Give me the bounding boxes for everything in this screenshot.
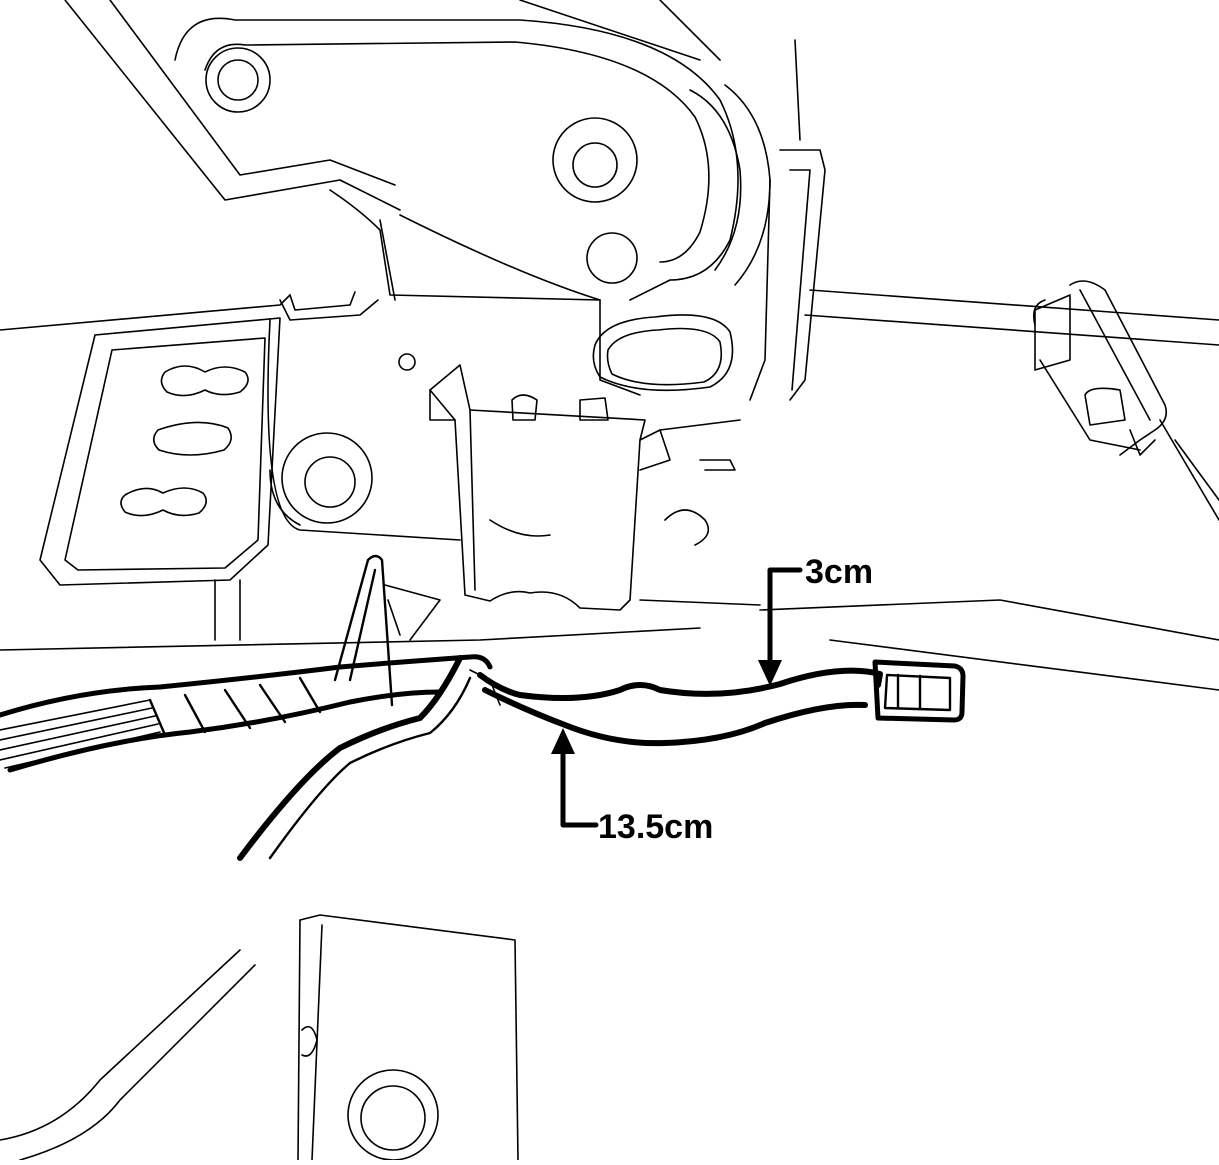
callout-upper: 3cm — [758, 553, 873, 686]
latch-striker — [429, 364, 741, 611]
hinge-small-hole — [398, 353, 416, 371]
hinge-bolt-hole-1 — [205, 47, 271, 113]
harness-clip-post — [333, 554, 441, 707]
hinge-plate — [64, 0, 826, 541]
lower-bracket — [0, 914, 519, 1161]
hinge-bolt-hole-3 — [586, 232, 638, 284]
slot-hole-1 — [160, 365, 249, 397]
wire-connector — [872, 659, 966, 723]
branch-wires — [469, 667, 883, 747]
body-panel-outline — [0, 289, 1219, 691]
callout-lower-arrowhead — [551, 728, 575, 754]
slot-hole-3 — [120, 487, 207, 517]
lower-bolt-hole — [281, 432, 373, 524]
hinge-bolt-hole-2 — [552, 117, 638, 203]
right-striker-pin — [1032, 280, 1219, 521]
callout-lower-label: 13.5cm — [598, 808, 713, 846]
oval-cutout — [592, 314, 734, 392]
wiring-harness-main — [0, 654, 493, 773]
lower-bolt-hole-bottom — [347, 1069, 439, 1161]
left-bracket — [39, 317, 281, 641]
slot-hole-2 — [152, 421, 232, 456]
secondary-wire — [237, 655, 472, 861]
callout-upper-label: 3cm — [805, 553, 873, 591]
callout-upper-arrowhead — [758, 660, 782, 686]
callout-lower: 13.5cm — [551, 728, 713, 846]
